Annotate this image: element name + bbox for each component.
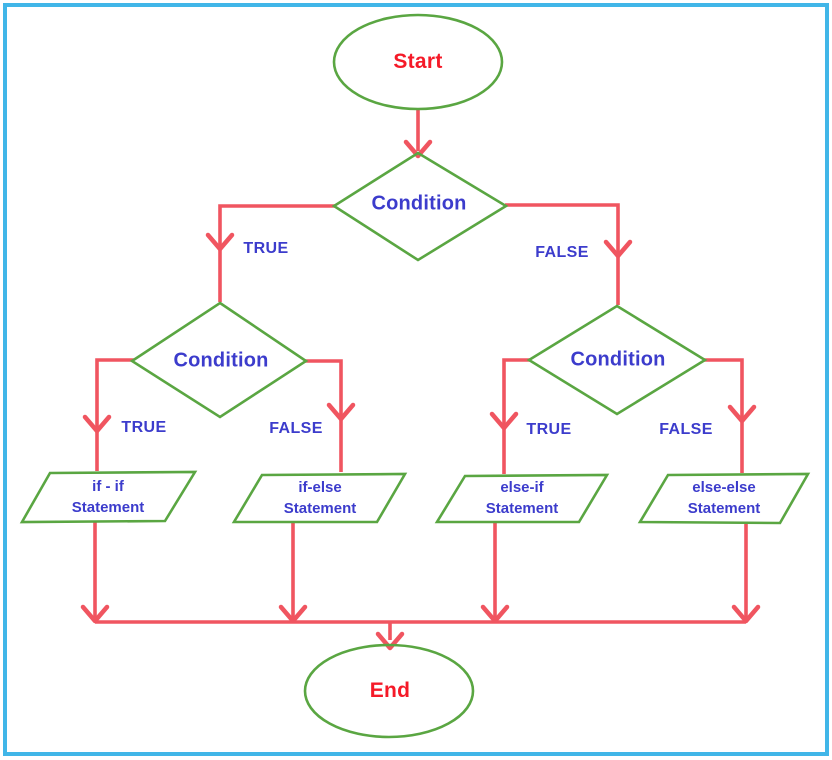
p4-label: else-else Statement: [688, 477, 761, 519]
condition3-node: [526, 304, 708, 416]
arrow-condition1-true: [218, 204, 336, 302]
p1-label-line1: if - if: [92, 478, 124, 495]
condition1-false-label: FALSE: [535, 244, 589, 261]
p3-node: [434, 473, 610, 524]
arrowhead-condition1-true: [205, 232, 235, 252]
arrow-condition2-false: [305, 359, 343, 472]
page-border: [3, 3, 829, 756]
condition1-true-label: TRUE: [243, 240, 289, 257]
condition2-true-label: TRUE: [121, 419, 167, 436]
p4-node: [637, 472, 811, 525]
condition2-label: Condition: [173, 349, 269, 372]
p3-label-line1: else-if: [500, 479, 544, 496]
arrowhead-merge-to-end: [375, 631, 405, 651]
p3-label: else-if Statement: [486, 477, 559, 519]
arrowhead-condition2-false: [326, 402, 356, 422]
condition3-label: Condition: [570, 348, 666, 371]
condition2-false-label: FALSE: [269, 420, 323, 437]
condition3-true-label: TRUE: [526, 421, 572, 438]
p3-label-line2: Statement: [485, 500, 559, 517]
arrow-condition3-true: [502, 358, 531, 474]
p1-node: [19, 470, 198, 524]
arrowhead-start-to-condition1: [403, 139, 433, 159]
p4-label-line2: Statement: [687, 500, 761, 517]
condition1-label: Condition: [371, 192, 467, 215]
p2-node: [231, 472, 408, 524]
arrowhead-condition1-false: [603, 239, 633, 259]
p2-label-line1: if-else: [298, 479, 342, 496]
end-node: [303, 643, 475, 739]
condition1-node: [331, 151, 509, 262]
p2-label: if-else Statement: [284, 477, 357, 519]
p4-label-line1: else-else: [692, 479, 756, 496]
start-node: [332, 13, 504, 111]
condition2-node: [129, 301, 309, 419]
arrow-condition1-false: [505, 203, 620, 305]
condition3-false-label: FALSE: [659, 421, 713, 438]
arrow-condition2-true: [95, 358, 134, 471]
arrowhead-condition3-false: [727, 404, 757, 424]
p2-label-line2: Statement: [283, 500, 357, 517]
p1-label-line2: Statement: [71, 499, 145, 516]
arrow-condition3-false: [703, 358, 744, 473]
start-label: Start: [393, 50, 443, 73]
end-label: End: [369, 679, 411, 702]
arrowhead-condition2-true: [82, 414, 112, 434]
p1-label: if - if Statement: [72, 476, 145, 518]
arrowhead-condition3-true: [489, 411, 519, 431]
